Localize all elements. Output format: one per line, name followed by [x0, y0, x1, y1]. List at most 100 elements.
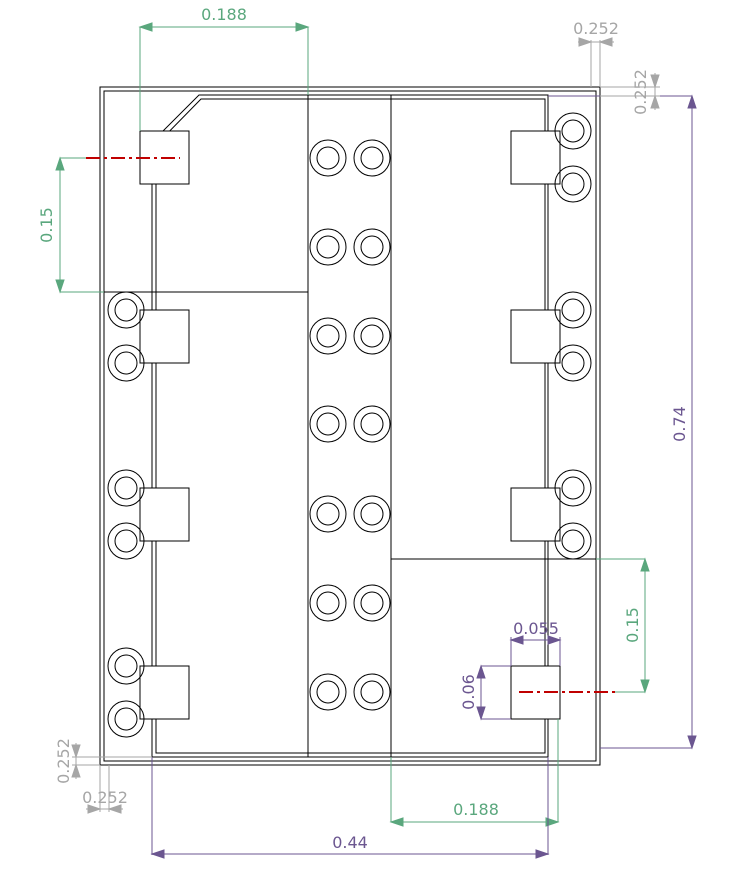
- hole-annular-ring: [554, 344, 592, 382]
- hole-annular-ring: [309, 139, 347, 177]
- hole-annular-ring: [554, 165, 592, 203]
- through-hole: [353, 673, 391, 711]
- hole-annular-ring: [554, 469, 592, 507]
- through-hole: [107, 647, 145, 685]
- hole-drill: [114, 476, 138, 500]
- component-body-outline: [151, 94, 549, 758]
- hole-drill: [316, 680, 340, 704]
- hole-drill: [114, 529, 138, 553]
- through-hole: [309, 228, 347, 266]
- dim-pad-height-label: 0.06: [459, 674, 478, 710]
- pad: [510, 309, 561, 364]
- centerlines: [86, 157, 615, 693]
- through-hole: [309, 584, 347, 622]
- hole-drill: [360, 502, 384, 526]
- dimensions-purple: [150, 94, 697, 859]
- outer-boundary: [99, 86, 601, 766]
- through-hole: [309, 317, 347, 355]
- hole-annular-ring: [107, 291, 145, 329]
- hole-drill: [561, 529, 585, 553]
- dim-overall-width-label: 0.44: [332, 833, 368, 852]
- hole-annular-ring: [353, 317, 391, 355]
- dim-overall-height-label: 0.74: [670, 406, 689, 442]
- hole-drill: [114, 654, 138, 678]
- dim-clearance-bottom-left-h-label: 0.252: [82, 788, 128, 807]
- dimensions-green: [55, 22, 650, 827]
- through-hole: [107, 522, 145, 560]
- hole-drill: [561, 298, 585, 322]
- through-hole: [554, 112, 592, 150]
- through-hole: [353, 317, 391, 355]
- through-hole: [353, 405, 391, 443]
- hole-annular-ring: [353, 139, 391, 177]
- inner-boundary: [103, 90, 597, 762]
- through-hole: [554, 522, 592, 560]
- hole-drill: [561, 172, 585, 196]
- hole-drill: [316, 412, 340, 436]
- through-hole: [554, 469, 592, 507]
- hole-annular-ring: [554, 291, 592, 329]
- hole-drill: [316, 324, 340, 348]
- through-hole: [107, 291, 145, 329]
- dim-bottom-width-label: 0.188: [453, 800, 499, 819]
- dimensions-gray: [71, 37, 660, 814]
- through-hole: [353, 139, 391, 177]
- hole-annular-ring: [107, 700, 145, 738]
- component-body-outline-inner: [155, 98, 546, 754]
- through-hole: [309, 495, 347, 533]
- hole-annular-ring: [554, 522, 592, 560]
- hole-drill: [360, 235, 384, 259]
- through-hole: [353, 584, 391, 622]
- hole-annular-ring: [107, 469, 145, 507]
- through-hole: [309, 673, 347, 711]
- dim-pad-width-label: 0.055: [513, 619, 559, 638]
- hole-annular-ring: [353, 673, 391, 711]
- hole-annular-ring: [107, 344, 145, 382]
- hole-drill: [114, 298, 138, 322]
- pad: [139, 309, 190, 364]
- through-hole: [107, 700, 145, 738]
- dim-right-spacing-label: 0.15: [623, 607, 642, 643]
- hole-drill: [360, 412, 384, 436]
- dim-top-width-label: 0.188: [201, 5, 247, 24]
- dim-clearance-top-right-h-label: 0.252: [573, 19, 619, 38]
- pad: [139, 487, 190, 542]
- dimension-labels: 0.188 0.252 0.252 0.15 0.74 0.15 0.055 0…: [37, 5, 689, 852]
- hole-drill: [360, 324, 384, 348]
- hole-drill: [561, 119, 585, 143]
- pad: [139, 665, 190, 720]
- hole-annular-ring: [309, 673, 347, 711]
- hole-annular-ring: [353, 228, 391, 266]
- through-hole: [107, 469, 145, 507]
- hole-annular-ring: [107, 647, 145, 685]
- pad: [510, 130, 561, 185]
- hole-annular-ring: [353, 584, 391, 622]
- hole-annular-ring: [353, 405, 391, 443]
- hole-drill: [114, 707, 138, 731]
- through-hole: [309, 405, 347, 443]
- through-hole: [554, 291, 592, 329]
- hole-annular-ring: [309, 317, 347, 355]
- hole-annular-ring: [107, 522, 145, 560]
- hole-annular-ring: [353, 495, 391, 533]
- dim-left-spacing-label: 0.15: [37, 207, 56, 243]
- hole-annular-ring: [309, 405, 347, 443]
- hole-drill: [360, 146, 384, 170]
- hole-drill: [561, 351, 585, 375]
- hole-drill: [360, 591, 384, 615]
- pad: [510, 487, 561, 542]
- hole-drill: [316, 146, 340, 170]
- hole-drill: [316, 235, 340, 259]
- through-hole: [309, 139, 347, 177]
- hole-drill: [561, 476, 585, 500]
- through-hole: [554, 344, 592, 382]
- hole-drill: [316, 591, 340, 615]
- dim-clearance-top-right-v-label: 0.252: [631, 69, 650, 115]
- pads: [139, 130, 561, 720]
- hole-annular-ring: [554, 112, 592, 150]
- hole-annular-ring: [309, 584, 347, 622]
- through-hole: [353, 228, 391, 266]
- through-hole: [353, 495, 391, 533]
- hole-annular-ring: [309, 228, 347, 266]
